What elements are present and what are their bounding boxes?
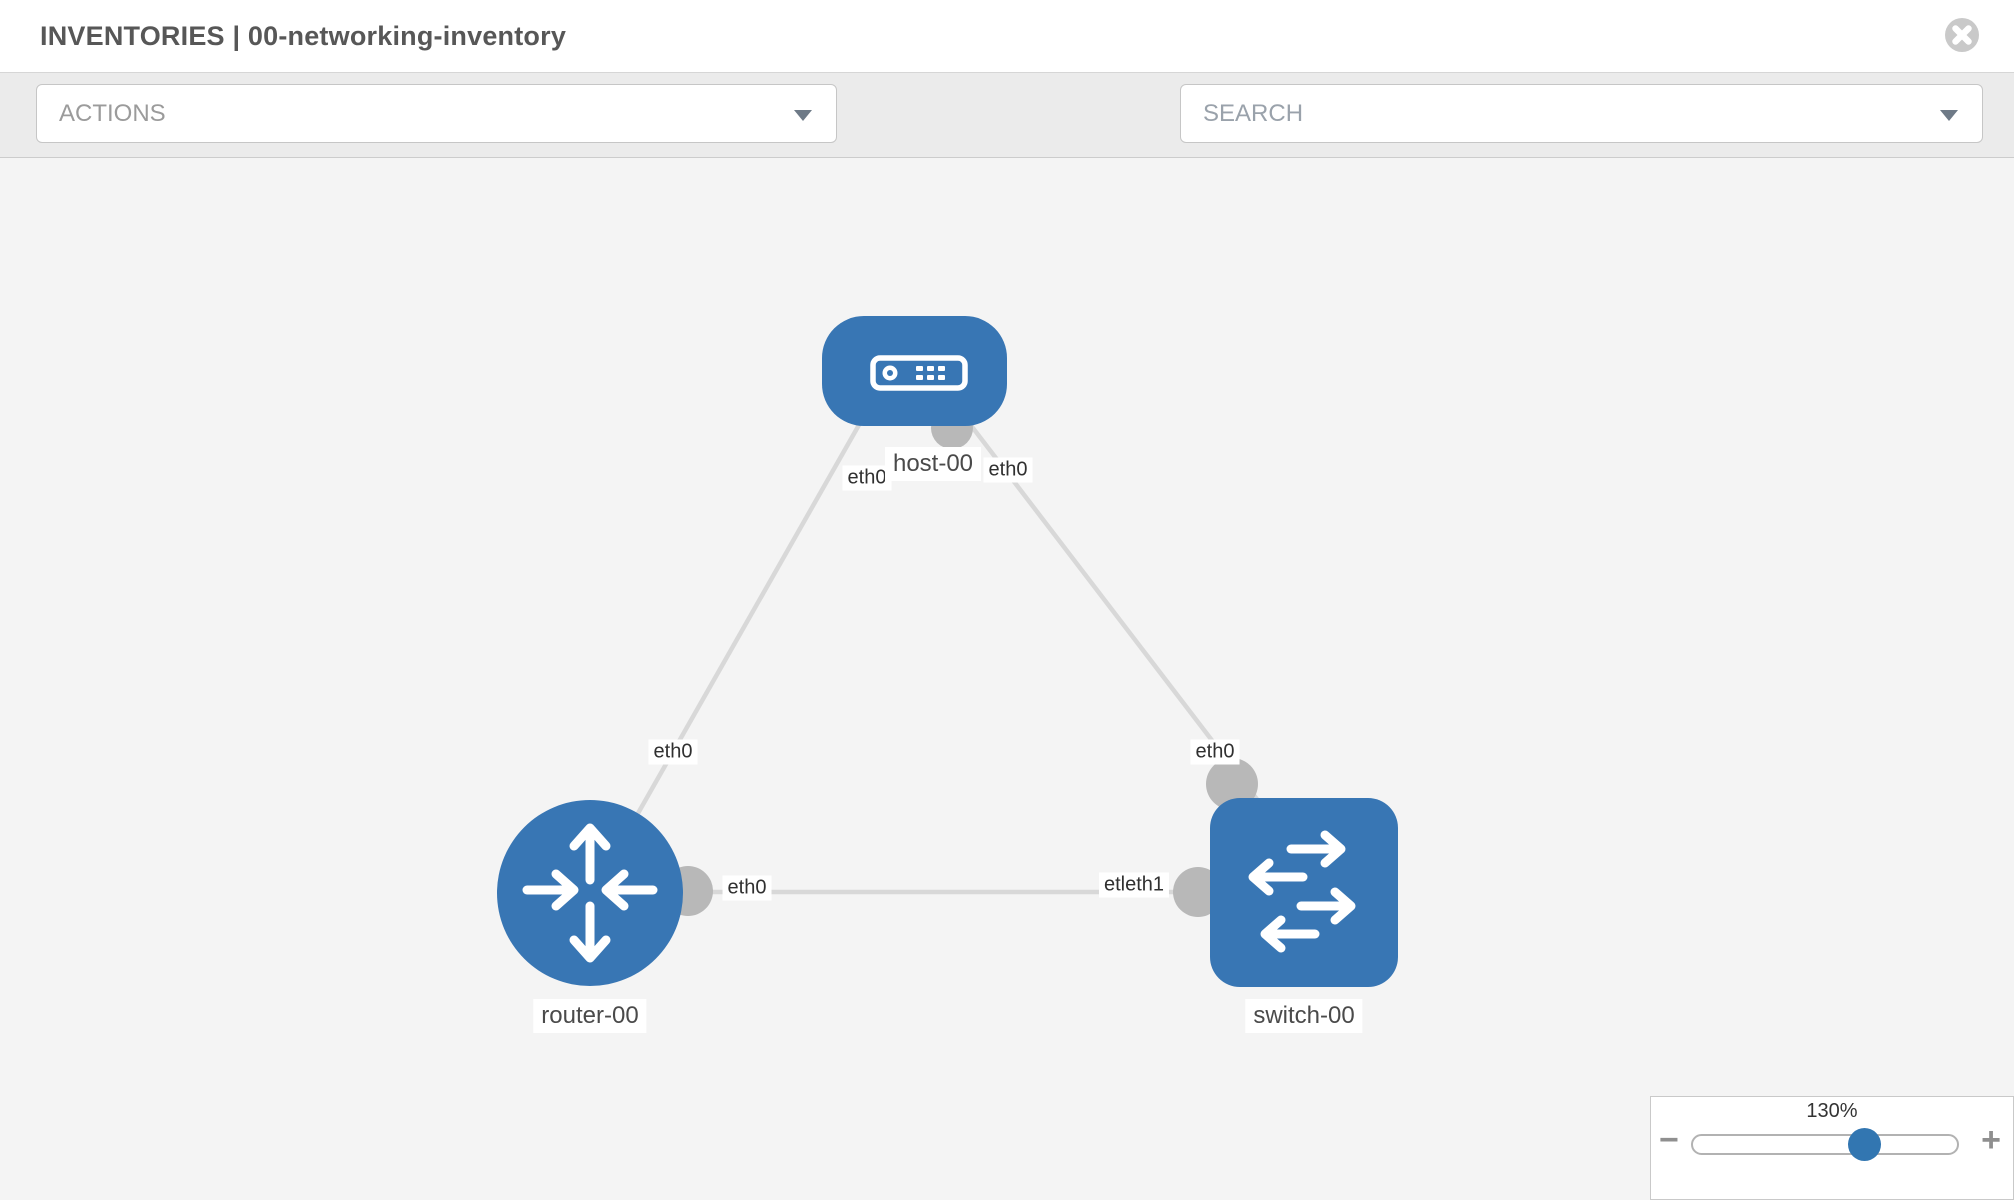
topology-canvas[interactable]: eth0 eth0 eth0 eth0 eth0 etleth1 host-00… (0, 158, 2014, 1200)
interface-label: etleth1 (1098, 872, 1170, 898)
node-host-00[interactable] (822, 316, 1007, 426)
zoom-slider-thumb[interactable] (1848, 1128, 1881, 1161)
interface-label: eth0 (722, 875, 772, 901)
page-title: INVENTORIES | 00-networking-inventory (40, 21, 567, 51)
interface-label: eth0 (1190, 739, 1240, 765)
search-placeholder: SEARCH (1203, 100, 1304, 127)
search-dropdown[interactable]: SEARCH (1180, 84, 1983, 143)
caret-down-icon (1940, 110, 1958, 121)
port-switch-top (1206, 758, 1258, 810)
actions-dropdown-label: ACTIONS (59, 100, 166, 127)
interface-ports (663, 407, 1258, 917)
close-button[interactable] (1944, 17, 1980, 53)
actions-dropdown[interactable]: ACTIONS (36, 84, 837, 143)
host-device-icon (870, 355, 968, 391)
interface-label: eth0 (648, 739, 698, 765)
router-icon (522, 823, 658, 963)
node-label-host[interactable]: host-00 (884, 447, 982, 481)
link-host-router (614, 386, 882, 854)
zoom-slider[interactable] (1691, 1128, 1959, 1161)
zoom-in-button[interactable]: + (1981, 1121, 2001, 1159)
close-icon (1945, 18, 1979, 52)
zoom-out-button[interactable]: − (1659, 1121, 1679, 1159)
interface-label: eth0 (983, 457, 1033, 483)
interface-label: eth0 (842, 465, 892, 491)
toolbar: ACTIONS SEARCH (0, 72, 2014, 208)
panel-header: INVENTORIES | 00-networking-inventory (0, 0, 2014, 72)
node-switch-00[interactable] (1210, 798, 1398, 987)
node-router-00[interactable] (497, 800, 683, 986)
node-label-router[interactable]: router-00 (533, 999, 647, 1033)
switch-icon (1248, 830, 1356, 953)
caret-down-icon (794, 110, 812, 121)
zoom-control-panel: 130% − + (1650, 1096, 2014, 1200)
zoom-level-value: 130% (1806, 1100, 1858, 1122)
node-label-switch[interactable]: switch-00 (1245, 999, 1363, 1033)
